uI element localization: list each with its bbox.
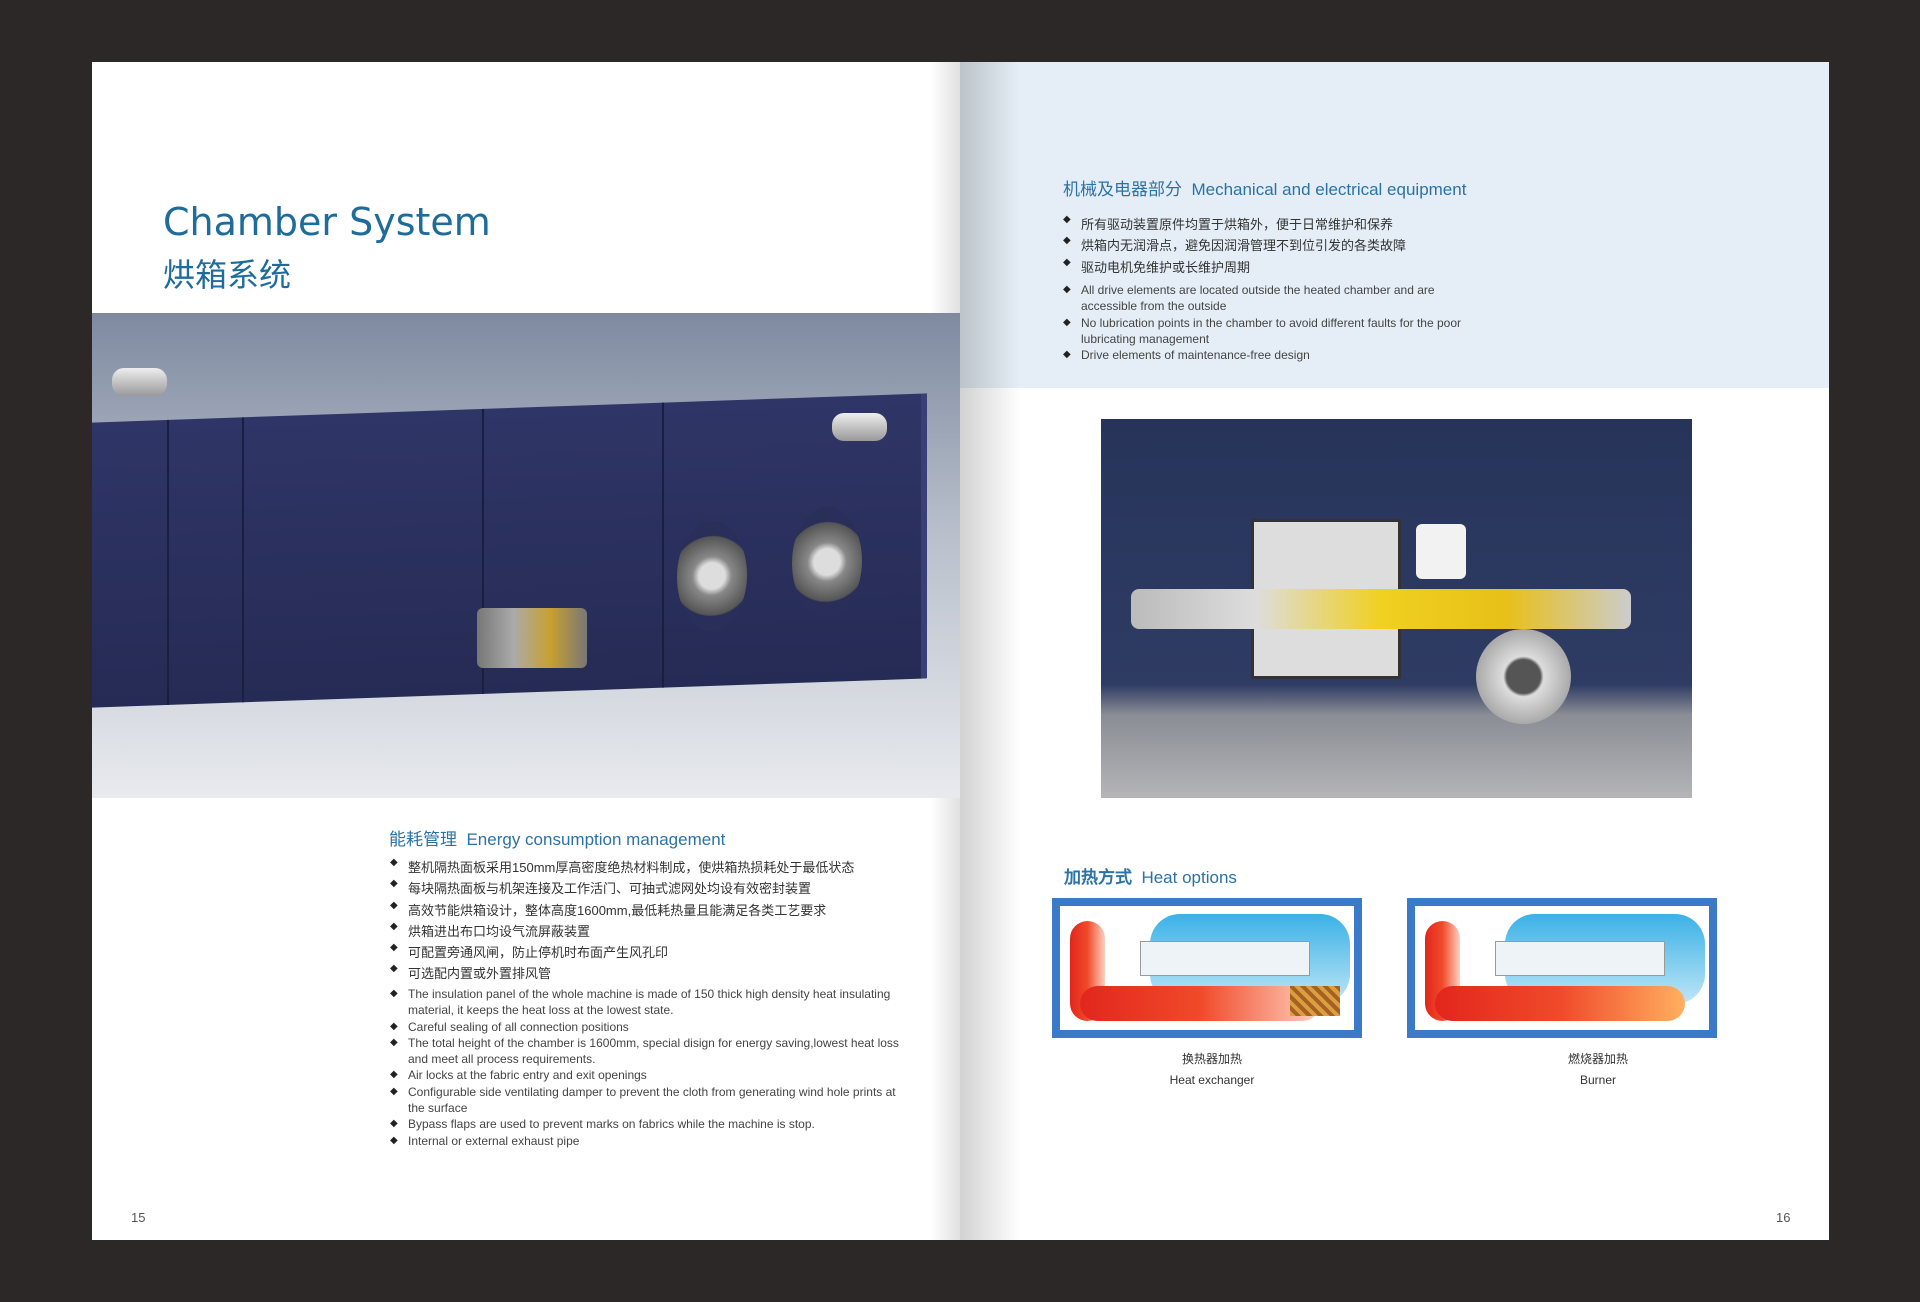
bullet-item: Configurable side ventilating damper to … [390, 1084, 900, 1117]
burner-diagram [1407, 898, 1717, 1038]
energy-bullets-chinese: 整机隔热面板采用150mm厚高密度绝热材料制成，使烘箱热损耗处于最低状态 每块隔… [390, 857, 910, 985]
bullet-item: 所有驱动装置原件均置于烘箱外，便于日常维护和保养 [1063, 214, 1483, 235]
page-number: 16 [1776, 1210, 1791, 1225]
page-title: Chamber System [163, 200, 491, 244]
heat-option-en: Heat exchanger [1169, 1073, 1255, 1087]
bullet-item: The total height of the chamber is 1600m… [390, 1035, 900, 1068]
burner-photo [1101, 419, 1692, 798]
mechanical-bullets-chinese: 所有驱动装置原件均置于烘箱外，便于日常维护和保养 烘箱内无润滑点，避免因润滑管理… [1063, 214, 1483, 278]
heat-option-label: 燃烧器加热 Burner [1498, 1050, 1698, 1087]
fan-motor [1476, 629, 1571, 724]
motor-icon [832, 413, 887, 441]
left-page: Chamber System 烘箱系统 能耗管理 Energy consumpt… [92, 62, 960, 1240]
page-number: 15 [131, 1210, 146, 1225]
bullet-item: 高效节能烘箱设计，整体高度1600mm,最低耗热量且能满足各类工艺要求 [390, 900, 910, 921]
heat-option-label: 换热器加热 Heat exchanger [1112, 1050, 1312, 1087]
bullet-item: 整机隔热面板采用150mm厚高密度绝热材料制成，使烘箱热损耗处于最低状态 [390, 857, 910, 878]
valve-box [1416, 524, 1466, 579]
gas-train [1131, 589, 1631, 629]
bullet-item: The insulation panel of the whole machin… [390, 986, 900, 1019]
heat-option-zh: 换热器加热 [1181, 1052, 1242, 1066]
mechanical-bullets-english: All drive elements are located outside t… [1063, 282, 1463, 364]
bullet-item: Careful sealing of all connection positi… [390, 1019, 900, 1036]
bullet-item: Bypass flaps are used to prevent marks o… [390, 1116, 900, 1133]
bullet-item: 烘箱内无润滑点，避免因润滑管理不到位引发的各类故障 [1063, 235, 1483, 256]
bullet-item: 可配置旁通风闸，防止停机时布面产生风孔印 [390, 942, 910, 963]
fan-icon [792, 505, 862, 619]
bullet-item: 可选配内置或外置排风管 [390, 963, 910, 984]
heat-exchanger-diagram [1052, 898, 1362, 1038]
bullet-item: Air locks at the fabric entry and exit o… [390, 1067, 900, 1084]
section-heading-heat-options: 加热方式 Heat options [1064, 868, 1237, 887]
chamber-machine-photo [92, 313, 960, 798]
heat-option-en: Burner [1579, 1073, 1617, 1087]
fan-icon [677, 519, 747, 633]
bullet-item: 烘箱进出布口均设气流屏蔽装置 [390, 921, 910, 942]
heat-option-zh: 燃烧器加热 [1567, 1052, 1628, 1066]
section-heading-energy: 能耗管理 Energy consumption management [389, 830, 726, 849]
motor-icon [112, 368, 167, 396]
bullet-item: All drive elements are located outside t… [1063, 282, 1463, 315]
page-title-chinese: 烘箱系统 [163, 257, 292, 293]
section-heading-mechanical: 机械及电器部分 Mechanical and electrical equipm… [1063, 180, 1467, 199]
bullet-item: No lubrication points in the chamber to … [1063, 315, 1463, 348]
bullet-item: 驱动电机免维护或长维护周期 [1063, 257, 1483, 278]
energy-bullets-english: The insulation panel of the whole machin… [390, 986, 900, 1149]
bullet-item: Drive elements of maintenance-free desig… [1063, 347, 1463, 364]
page-fold-shadow [960, 62, 1020, 1240]
bullet-item: 每块隔热面板与机架连接及工作活门、可抽式滤网处均设有效密封装置 [390, 878, 910, 899]
bullet-item: Internal or external exhaust pipe [390, 1133, 900, 1150]
right-page: 机械及电器部分 Mechanical and electrical equipm… [960, 62, 1829, 1240]
burner-unit [477, 608, 587, 668]
